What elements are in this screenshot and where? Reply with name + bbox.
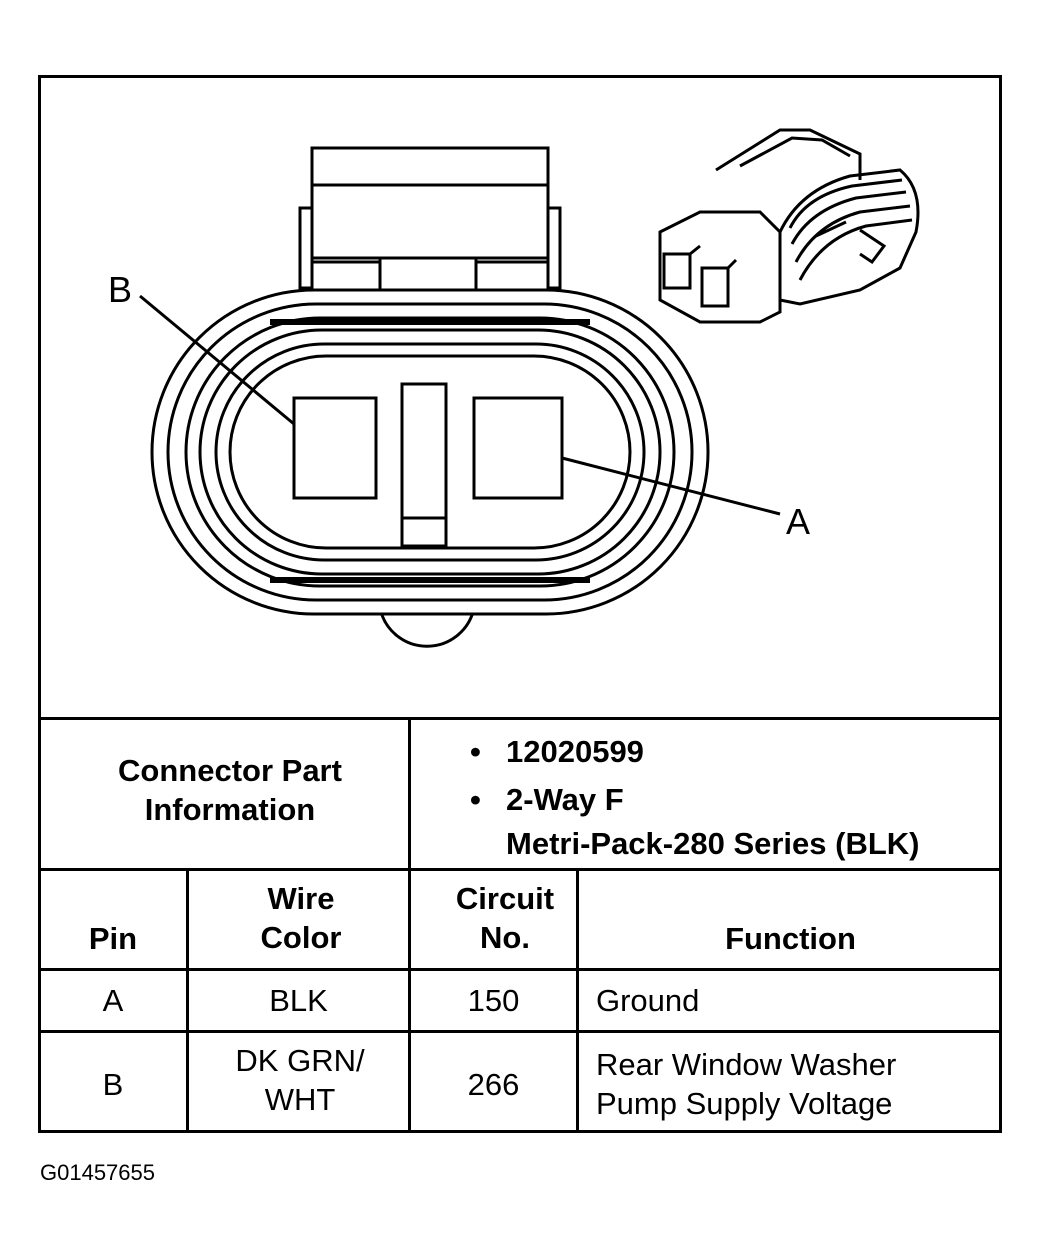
- connector-perspective-icon: [658, 128, 920, 324]
- column-header-wire-color: Wire Color: [260, 881, 342, 955]
- cell-pin: B: [102, 1067, 124, 1102]
- grid-line: [408, 717, 411, 1133]
- grid-line: [38, 868, 1002, 871]
- cell-circuit: 266: [467, 1067, 520, 1102]
- cavity-b-icon: [292, 396, 378, 500]
- cavity-a-icon: [472, 396, 564, 500]
- grid-line: [38, 968, 1002, 971]
- center-key-icon: [400, 382, 448, 548]
- part-info-list: • 12020599 • 2-Way F Metri-Pack-280 Seri…: [470, 730, 1000, 866]
- cell-pin: A: [102, 983, 124, 1018]
- column-header-circuit-no: Circuit No.: [455, 881, 555, 955]
- bullet-icon: •: [470, 734, 481, 769]
- part-info-item: • 12020599: [470, 730, 1000, 774]
- column-header-pin: Pin: [88, 921, 138, 956]
- bullet-icon: •: [470, 782, 481, 817]
- column-header-function: Function: [725, 921, 856, 956]
- grid-line: [186, 868, 189, 1133]
- cell-wire-color: DK GRN/ WHT: [235, 1043, 365, 1117]
- diagram-frame: [38, 75, 1002, 1133]
- cell-function: Rear Window Washer Pump Supply Voltage: [596, 1047, 897, 1121]
- pin-b-label: B: [108, 269, 132, 310]
- grid-line: [38, 1030, 1002, 1033]
- pin-a-label: A: [786, 501, 810, 542]
- bottom-tab-icon: [378, 607, 476, 648]
- part-info-header: Connector Part Information: [118, 753, 342, 827]
- part-info-item: • 2-Way F Metri-Pack-280 Series (BLK): [470, 778, 1000, 866]
- grid-line: [576, 868, 579, 1133]
- cell-wire-color: BLK: [269, 983, 328, 1018]
- cell-circuit: 150: [467, 983, 520, 1018]
- latch-icon: [298, 146, 562, 292]
- grid-line: [38, 717, 1002, 720]
- cell-function: Ground: [596, 983, 700, 1018]
- connector-drawing: B A: [108, 128, 920, 648]
- figure-id: G01457655: [40, 1160, 155, 1185]
